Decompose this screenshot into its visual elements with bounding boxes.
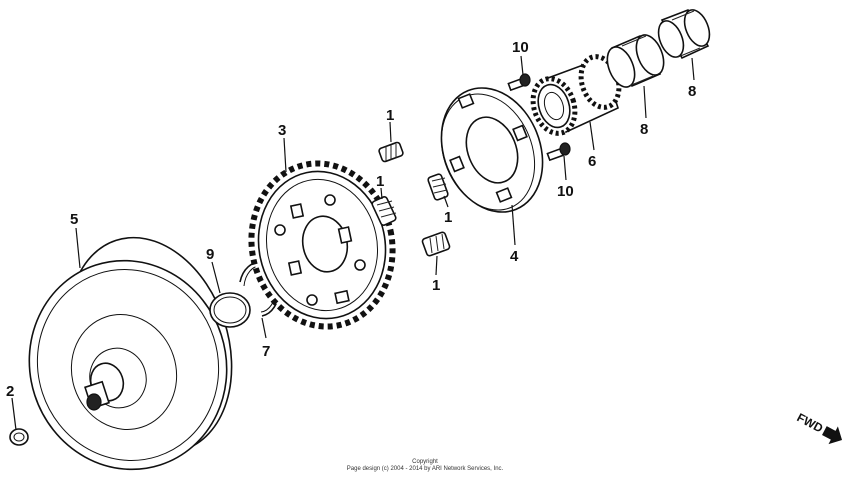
leader-3 (283, 137, 287, 173)
part-2-clip[interactable] (9, 428, 29, 446)
callout-2: 2 (6, 383, 14, 400)
callout-8-b: 8 (688, 83, 696, 100)
part-9-snap-ring[interactable] (209, 292, 251, 328)
callout-3: 3 (278, 122, 286, 139)
part-8-bearing-a[interactable] (602, 31, 669, 91)
callout-1-c: 1 (444, 209, 452, 226)
callout-9: 9 (206, 246, 214, 263)
part-3-gear[interactable] (236, 150, 407, 340)
fwd-label: FWD (795, 410, 826, 435)
part-1-spring-a[interactable] (378, 141, 404, 163)
part-4-plate[interactable] (424, 73, 561, 228)
callout-1-a: 1 (386, 107, 394, 124)
leader-1a (389, 121, 392, 143)
leader-10b (563, 155, 567, 181)
leader-1c (443, 195, 449, 208)
fwd-arrow-icon (822, 426, 843, 445)
copyright-notice: Copyright Page design (c) 2004 - 2014 by… (300, 459, 550, 473)
callout-5: 5 (70, 211, 78, 228)
part-5-torque-converter[interactable] (2, 216, 258, 495)
leader-8a (643, 85, 647, 119)
leader-1d (435, 255, 438, 276)
leader-8b (691, 57, 695, 81)
copyright-line-2: Page design (c) 2004 - 2014 by ARI Netwo… (346, 466, 504, 472)
leader-4 (511, 204, 516, 246)
callout-4: 4 (510, 248, 519, 265)
callout-6: 6 (588, 153, 596, 170)
callout-1-d: 1 (432, 277, 440, 294)
leader-9 (211, 261, 221, 294)
callout-7: 7 (262, 343, 270, 360)
leader-1b (380, 187, 383, 200)
part-10-bolt-upper[interactable] (507, 73, 531, 92)
callout-8-a: 8 (640, 121, 648, 138)
callout-1-b: 1 (376, 173, 384, 190)
part-10-bolt-lower[interactable] (546, 142, 571, 162)
leader-6 (589, 121, 595, 151)
leader-7 (261, 317, 267, 339)
callout-10-b: 10 (557, 183, 574, 200)
leader-5 (75, 227, 81, 269)
part-8-bearing-b[interactable] (654, 6, 715, 60)
leader-2 (11, 397, 17, 431)
part-1-spring-b[interactable] (371, 196, 397, 226)
copyright-line-1: Copyright (412, 459, 438, 465)
callout-10-a: 10 (512, 39, 529, 56)
part-1-spring-d[interactable] (421, 231, 451, 257)
leader-10a (520, 55, 524, 76)
part-1-spring-c[interactable] (427, 173, 449, 201)
forward-direction-indicator: FWD (795, 410, 843, 445)
